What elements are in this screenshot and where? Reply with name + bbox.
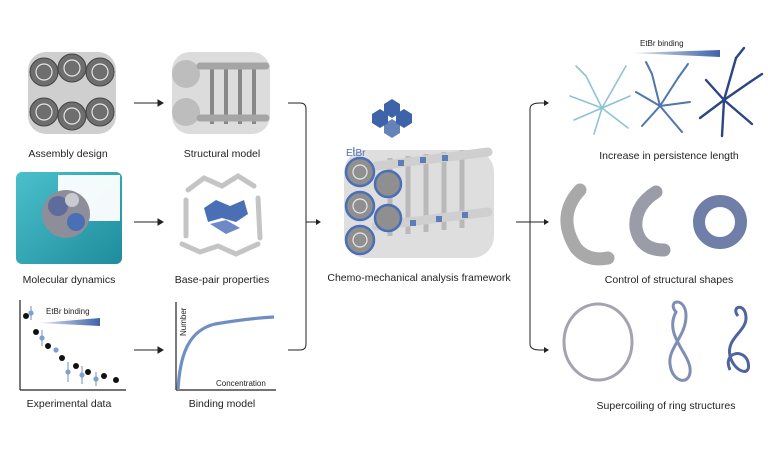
caption-experimental-data: Experimental data: [26, 398, 112, 410]
binding-model-chart: Number Concentration: [175, 302, 276, 391]
caption-assembly-design: Assembly design: [28, 148, 108, 160]
caption-structural-shapes: Control of structural shapes: [604, 274, 734, 286]
assembly-design-image: [28, 52, 116, 134]
binding-y-label: Number: [179, 307, 188, 336]
persistence-length-image: [569, 46, 764, 138]
input-arrows: [134, 99, 164, 354]
etbr-molecule-icon: [372, 99, 412, 138]
etbr-label: EtBr: [346, 148, 366, 159]
caption-center-framework: Chemo-mechanical analysis framework: [327, 272, 511, 284]
gradient-label: EtBr binding: [640, 39, 684, 48]
caption-binding-model: Binding model: [188, 398, 256, 410]
base-pair-properties-image: [179, 173, 263, 257]
caption-base-pair-properties: Base-pair properties: [174, 274, 270, 286]
caption-molecular-dynamics: Molecular dynamics: [22, 274, 116, 286]
output-arrowheads: [544, 100, 549, 353]
center-structure-image: [344, 147, 494, 258]
experimental-legend: EtBr binding: [46, 307, 90, 316]
caption-supercoiling: Supercoiling of ring structures: [596, 400, 736, 412]
merge-bracket: [288, 102, 316, 351]
caption-structural-model: Structural model: [183, 148, 261, 160]
supercoiling-image: [562, 300, 751, 382]
experimental-data-chart: EtBr binding: [19, 300, 126, 391]
molecular-dynamics-image: [16, 172, 122, 264]
structural-model-image: [172, 52, 270, 134]
split-bracket: [516, 102, 541, 351]
caption-persistence-length: Increase in persistence length: [599, 150, 739, 162]
binding-x-label: Concentration: [216, 379, 266, 388]
structural-shapes-image: [560, 183, 747, 266]
etbr-gradient-bar: [632, 50, 720, 57]
